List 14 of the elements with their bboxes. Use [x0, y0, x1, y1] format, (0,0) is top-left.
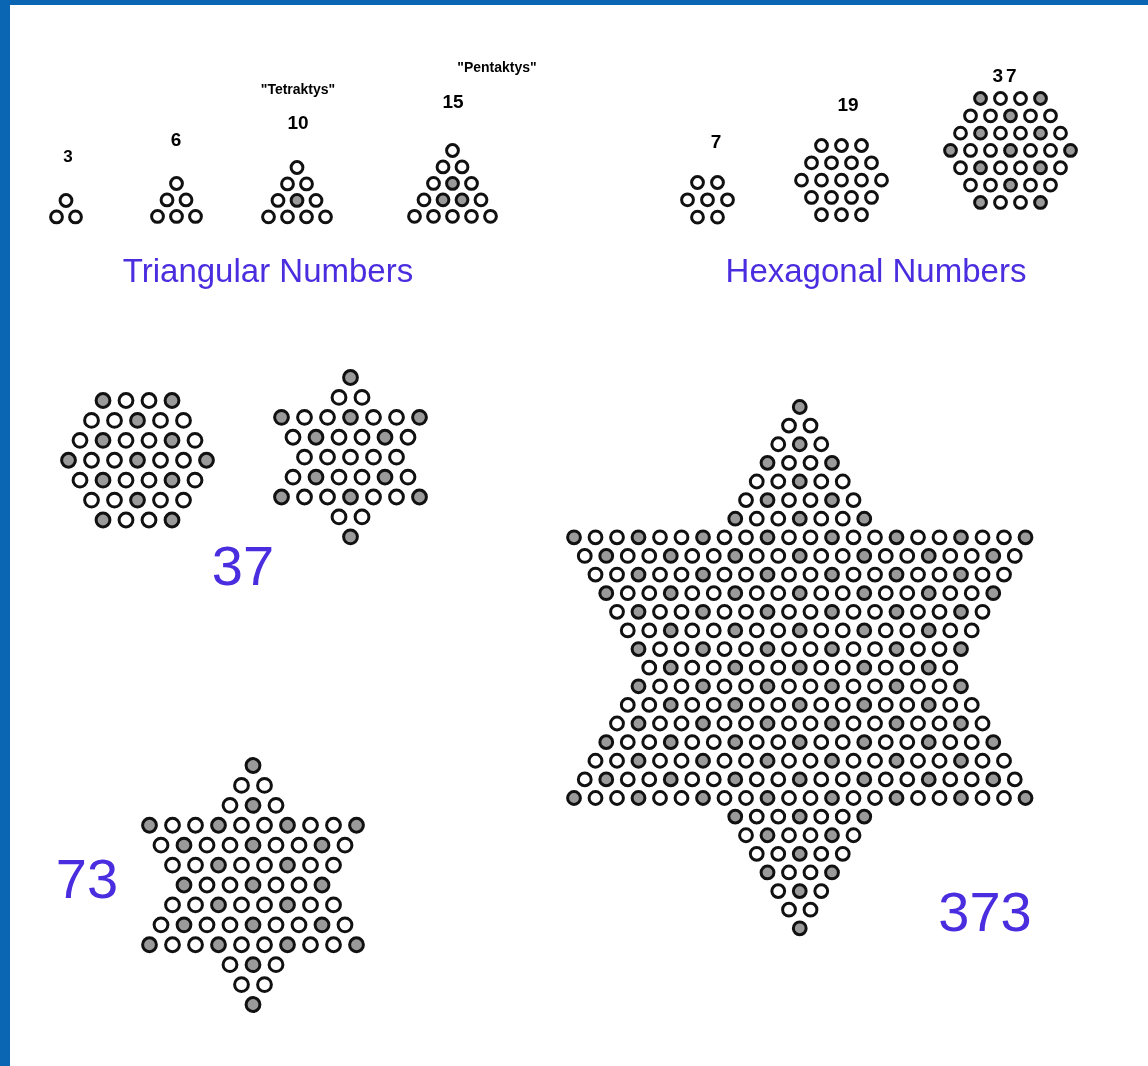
figure-caption: Triangular Numbers: [122, 254, 414, 287]
number-label: 3: [63, 148, 73, 165]
number-label: 37: [992, 66, 1020, 85]
number-label: 10: [287, 113, 309, 132]
figure-caption: Hexagonal Numbers: [725, 254, 1027, 287]
figure-caption: 373: [938, 884, 1032, 940]
figure-caption: 73: [55, 851, 119, 907]
number-label: "Tetraktys": [260, 82, 336, 96]
number-label: 6: [170, 130, 182, 149]
number-label: 7: [710, 132, 722, 151]
number-label: 19: [837, 95, 859, 114]
number-label: "Pentaktys": [457, 60, 537, 74]
number-label: 15: [442, 92, 464, 111]
figure-caption: 37: [211, 538, 275, 594]
